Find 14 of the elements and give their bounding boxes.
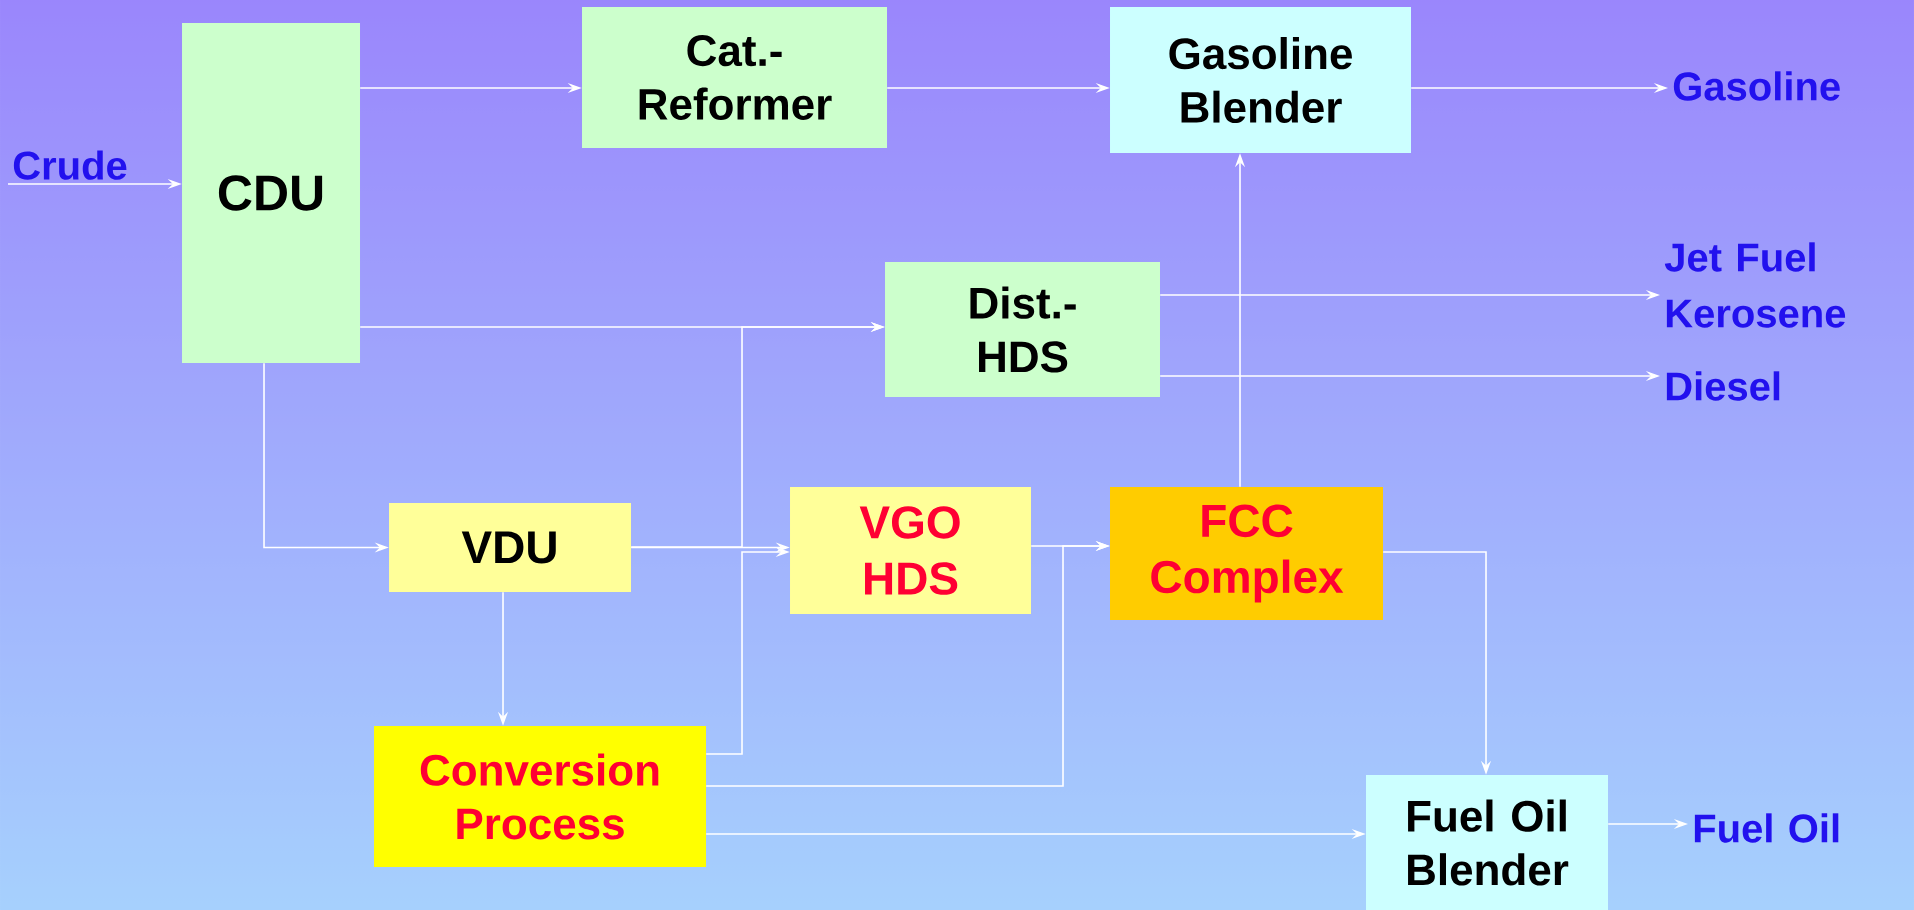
process-box: VGO HDS xyxy=(790,487,1031,614)
process-box: FCC Complex xyxy=(1110,487,1383,620)
process-box: Conversion Process xyxy=(374,726,706,867)
process-box: Cat.- Reformer xyxy=(582,7,887,148)
stream-label: Diesel xyxy=(1666,371,1780,401)
stream-label: Crude xyxy=(13,150,127,180)
stream-label: Fuel Oil xyxy=(1694,813,1839,843)
stream-label: Jet Fuel Kerosene xyxy=(1664,242,1846,328)
process-box: Dist.- HDS xyxy=(885,262,1160,397)
process-box: Gasoline Blender xyxy=(1110,7,1411,153)
process-box: CDU xyxy=(182,23,360,363)
stream-label: Gasoline xyxy=(1673,71,1840,101)
process-box: VDU xyxy=(389,503,631,592)
process-box: Fuel Oil Blender xyxy=(1366,775,1608,910)
